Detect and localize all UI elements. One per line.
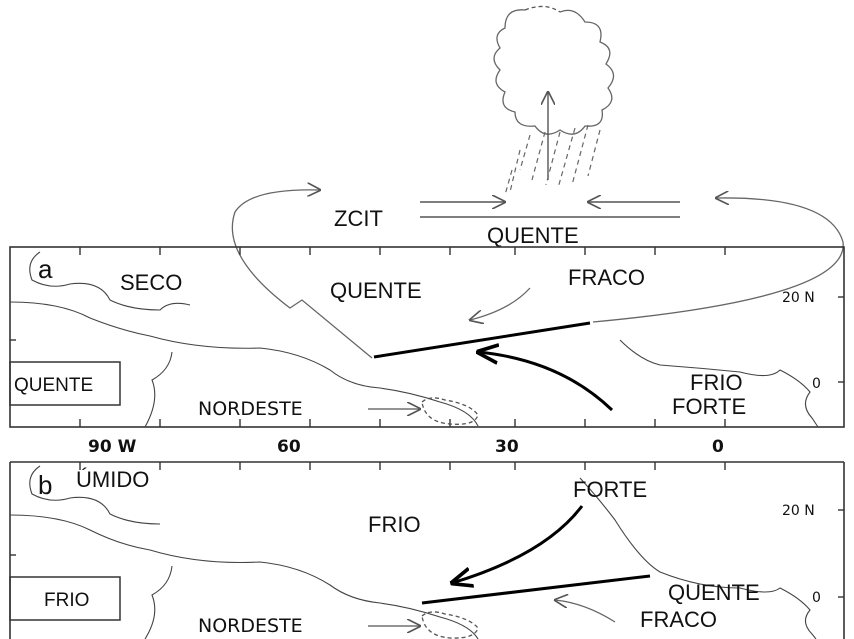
panel-b: FRIO b ÚMIDO FORTE FRIO QUENTE FRACO NOR…	[9, 461, 845, 639]
panel-a-weak-label: FRACO	[568, 265, 645, 290]
panel-b-cold-north-label: FRIO	[368, 512, 421, 537]
panel-a-coast-nw	[29, 251, 191, 311]
panel-b-strong-label: FORTE	[573, 477, 647, 502]
panel-a-cold-label: FRIO	[690, 370, 743, 395]
panel-b-itcz-line	[421, 574, 651, 605]
panel-b-letter: b	[38, 470, 52, 500]
panel-a-region-label: NORDESTE	[198, 398, 303, 420]
panel-b-box	[9, 576, 121, 621]
panel-b-weak-wind-arrow	[555, 600, 616, 623]
panel-a-strong-label: FORTE	[672, 394, 746, 419]
panel-a-nordeste-dashed	[421, 397, 479, 425]
panel-a-warm-north-label: QUENTE	[330, 278, 422, 303]
lon-label-60: 60	[277, 437, 301, 457]
panel-a-coast-north	[9, 301, 479, 427]
panel-a: QUENTE a SECO QUENTE FRACO FRIO FORTE NO…	[9, 246, 845, 428]
panel-a-box	[9, 361, 121, 406]
panel-b-region-label: NORDESTE	[198, 615, 303, 637]
panel-b-coast-south	[144, 565, 173, 639]
cloud-outline	[493, 9, 615, 135]
panel-b-box-label: FRIO	[44, 590, 89, 611]
panel-b-coast-north	[9, 514, 479, 639]
panel-b-coast-africa	[579, 477, 817, 639]
panel-b-lat-20: 20 N	[782, 503, 815, 519]
panel-a-box-label: QUENTE	[14, 375, 93, 396]
panel-b-warm-label: QUENTE	[668, 580, 760, 605]
cell-surface-warm-label: QUENTE	[487, 223, 579, 248]
panel-b-weak-label: FRACO	[640, 607, 717, 632]
panel-a-frame	[9, 246, 845, 428]
panel-b-coast-nw	[29, 465, 161, 525]
panel-a-lat-0: 0	[812, 376, 821, 392]
panel-a-strong-wind-arrow	[478, 352, 614, 412]
panel-a-lat-20: 20 N	[782, 290, 815, 306]
panel-b-humid-label: ÚMIDO	[76, 467, 149, 492]
cloud-top-dashed	[524, 5, 561, 13]
panel-a-letter: a	[38, 254, 53, 284]
convective-cell: ZCIT QUENTE	[231, 5, 844, 359]
longitude-labels: 90 W 60 30 0	[88, 437, 724, 457]
itcz-label: ZCIT	[334, 206, 383, 231]
panel-a-itcz-line	[373, 321, 591, 359]
return-flow-right-arrow	[592, 198, 844, 323]
lon-label-90w: 90 W	[88, 437, 137, 457]
panel-a-coast-south	[144, 351, 173, 428]
panel-b-lat-0: 0	[812, 590, 821, 606]
panel-a-dry-label: SECO	[120, 270, 182, 295]
lon-label-30: 30	[495, 437, 519, 457]
panel-a-weak-wind-arrow	[470, 287, 531, 320]
rain-streaks	[504, 124, 601, 196]
panel-b-strong-wind-arrow	[452, 505, 584, 583]
lon-label-0: 0	[712, 437, 724, 457]
return-flow-left-arrow	[231, 190, 373, 359]
panel-b-nordeste-dashed	[421, 611, 479, 639]
panel-a-coast-africa	[619, 339, 819, 428]
